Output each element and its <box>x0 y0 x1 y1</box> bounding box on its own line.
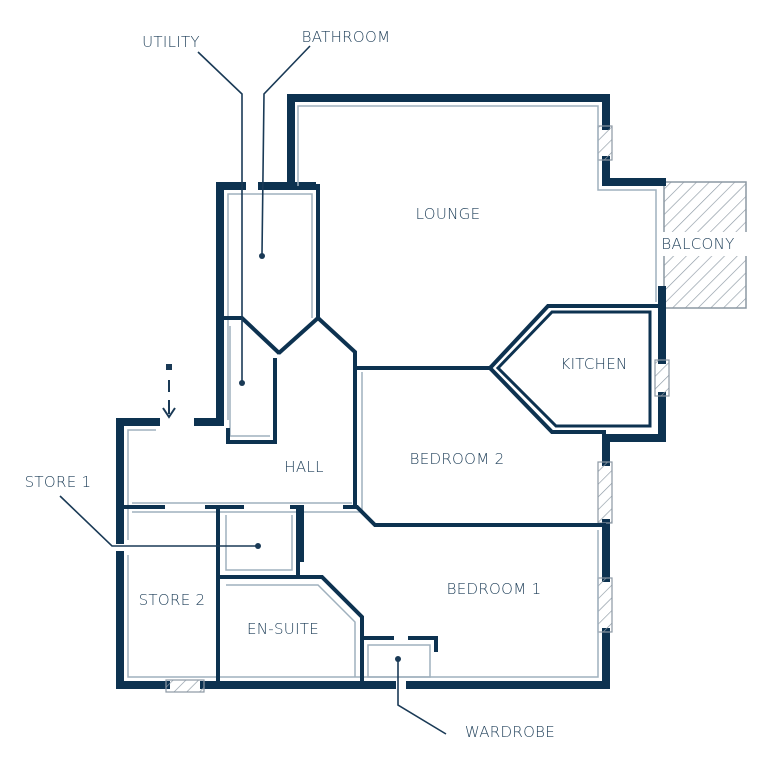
room-label-bedroom2: BEDROOM 2 <box>410 450 505 468</box>
callout-wardrobe: WARDROBE <box>465 723 555 741</box>
room-label-balcony: BALCONY <box>661 235 734 253</box>
room-label-kitchen: KITCHEN <box>560 355 627 373</box>
store1-leader <box>59 495 261 549</box>
inner-outlines <box>127 105 657 678</box>
utility-leader <box>197 51 245 386</box>
callout-utility: UTILITY <box>142 33 200 51</box>
windows <box>165 125 670 693</box>
room-label-hall: HALL <box>284 458 323 476</box>
room-label-lounge: LOUNGE <box>416 205 481 223</box>
callout-store1: STORE 1 <box>25 473 92 491</box>
balcony-area <box>648 181 750 309</box>
room-label-ensuite: EN-SUITE <box>247 620 319 638</box>
outer-walls <box>116 94 666 689</box>
room-label-bedroom1: BEDROOM 1 <box>447 580 542 598</box>
entrance-arrow-icon <box>162 364 176 419</box>
bathroom-leader <box>259 45 311 259</box>
wardrobe-leader <box>395 656 447 735</box>
callout-bathroom: BATHROOM <box>302 28 391 46</box>
room-label-store2: STORE 2 <box>139 591 206 609</box>
